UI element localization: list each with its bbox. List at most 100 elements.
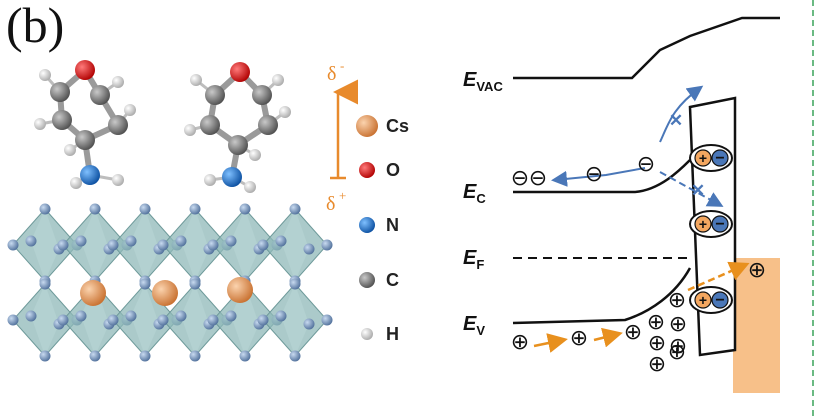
- corner-atom: [275, 310, 287, 322]
- legend-n-label: N: [386, 215, 399, 235]
- hole-arrow-2: [593, 327, 623, 348]
- delta-plus-sign: +: [339, 188, 346, 203]
- corner-atom: [139, 278, 151, 290]
- hole-flow: [533, 261, 750, 353]
- corner-atom: [207, 314, 219, 326]
- corner-atom: [289, 203, 301, 215]
- hole-symbol: ⊕: [647, 310, 665, 335]
- legend-h-swatch: [361, 328, 373, 340]
- corner-atom: [289, 350, 301, 362]
- hole-symbol: ⊕: [669, 312, 687, 337]
- cs-atom: [80, 280, 106, 306]
- svg-text:+: +: [699, 150, 707, 166]
- corner-atom: [89, 350, 101, 362]
- corner-atom: [157, 239, 169, 251]
- ef-label: EF: [463, 247, 484, 272]
- hole-symbol: ⊕: [648, 331, 666, 356]
- corner-atom: [207, 239, 219, 251]
- svg-text:−: −: [715, 216, 724, 233]
- legend-c-label: C: [386, 270, 399, 290]
- svg-text:−: −: [715, 292, 724, 309]
- legend-h-label: H: [386, 324, 399, 344]
- molecule-right: [184, 62, 291, 193]
- corner-atom: [125, 235, 137, 247]
- corner-atom: [225, 310, 237, 322]
- hole-symbol: ⊕: [668, 288, 686, 313]
- dipole-pair-bottom: + −: [689, 286, 733, 314]
- delta-plus-label: δ: [326, 193, 335, 215]
- hole-arrow-1: [533, 333, 568, 353]
- corner-atom: [75, 310, 87, 322]
- vacuum-level-line: [513, 16, 780, 80]
- electron-arrow-blocked-up: [659, 85, 704, 143]
- corner-atom: [75, 235, 87, 247]
- corner-atom: [225, 235, 237, 247]
- molecule-left: [34, 60, 136, 189]
- corner-atom: [189, 278, 201, 290]
- corner-atom: [25, 310, 37, 322]
- ev-label: EV: [463, 313, 485, 338]
- corner-atom: [175, 310, 187, 322]
- legend-cs-swatch: [356, 115, 378, 137]
- hole-symbol: ⊕: [624, 320, 642, 345]
- corner-atom: [7, 239, 19, 251]
- corner-atom: [89, 203, 101, 215]
- corner-atom: [321, 239, 333, 251]
- corner-atom: [57, 239, 69, 251]
- dipole-pair-top: + −: [689, 144, 733, 172]
- corner-atom: [7, 314, 19, 326]
- evac-label: EVAC: [463, 69, 503, 94]
- legend-n-swatch: [359, 217, 375, 233]
- cs-atom: [152, 280, 178, 306]
- corner-atom: [39, 278, 51, 290]
- corner-atom: [125, 310, 137, 322]
- corner-atom: [239, 350, 251, 362]
- hole-symbol: ⊕: [570, 326, 588, 351]
- corner-atom: [239, 203, 251, 215]
- electrode-block: [733, 258, 780, 393]
- svg-text:−: −: [715, 150, 724, 167]
- corner-atom: [275, 235, 287, 247]
- corner-atom: [321, 314, 333, 326]
- corner-atom: [189, 350, 201, 362]
- corner-atom: [257, 314, 269, 326]
- block-mark-bottom: ✕: [691, 181, 705, 200]
- legend-o-label: O: [386, 160, 400, 180]
- corner-atom: [139, 203, 151, 215]
- hole-symbol: ⊕: [648, 352, 666, 377]
- electron-arrow-blocked-down: [659, 171, 724, 207]
- corner-atom: [39, 350, 51, 362]
- legend-o-swatch: [359, 162, 375, 178]
- corner-atom: [39, 203, 51, 215]
- corner-atom: [303, 318, 315, 330]
- dipole-pair-middle: + −: [689, 210, 733, 238]
- corner-atom: [107, 314, 119, 326]
- carriers: ⊖⊖⊖⊖⊕⊕⊕⊕⊕⊕⊕⊕⊕⊕⊕: [511, 152, 766, 377]
- hole-symbol: ⊕: [669, 334, 687, 359]
- svg-text:+: +: [699, 216, 707, 232]
- band-diagram: EVAC EC EF EV + − + − +: [463, 16, 780, 393]
- element-legend: Cs O N C H: [356, 115, 409, 344]
- electron-flow: ✕ ✕: [551, 85, 724, 207]
- corner-atom: [157, 314, 169, 326]
- corner-atom: [57, 314, 69, 326]
- block-mark-top: ✕: [669, 111, 683, 130]
- hole-symbol-electrode: ⊕: [748, 258, 766, 283]
- corner-atom: [303, 243, 315, 255]
- electron-arrow-extract: [551, 167, 646, 187]
- corner-atom: [25, 235, 37, 247]
- corner-atom: [107, 239, 119, 251]
- valence-band-line: [512, 267, 692, 325]
- svg-text:+: +: [699, 292, 707, 308]
- electron-symbol: ⊖: [637, 152, 655, 177]
- corner-atom: [139, 350, 151, 362]
- perovskite-lattice: [7, 203, 333, 362]
- panel-label: (b): [6, 0, 65, 53]
- ec-label: EC: [463, 181, 486, 206]
- delta-minus-label: δ: [327, 63, 336, 85]
- cs-atom: [227, 277, 253, 303]
- electron-symbol: ⊖: [511, 166, 529, 191]
- dipole-indicator: δ - δ +: [326, 58, 358, 215]
- hole-symbol: ⊕: [668, 340, 686, 365]
- hole-symbol: ⊕: [511, 330, 529, 355]
